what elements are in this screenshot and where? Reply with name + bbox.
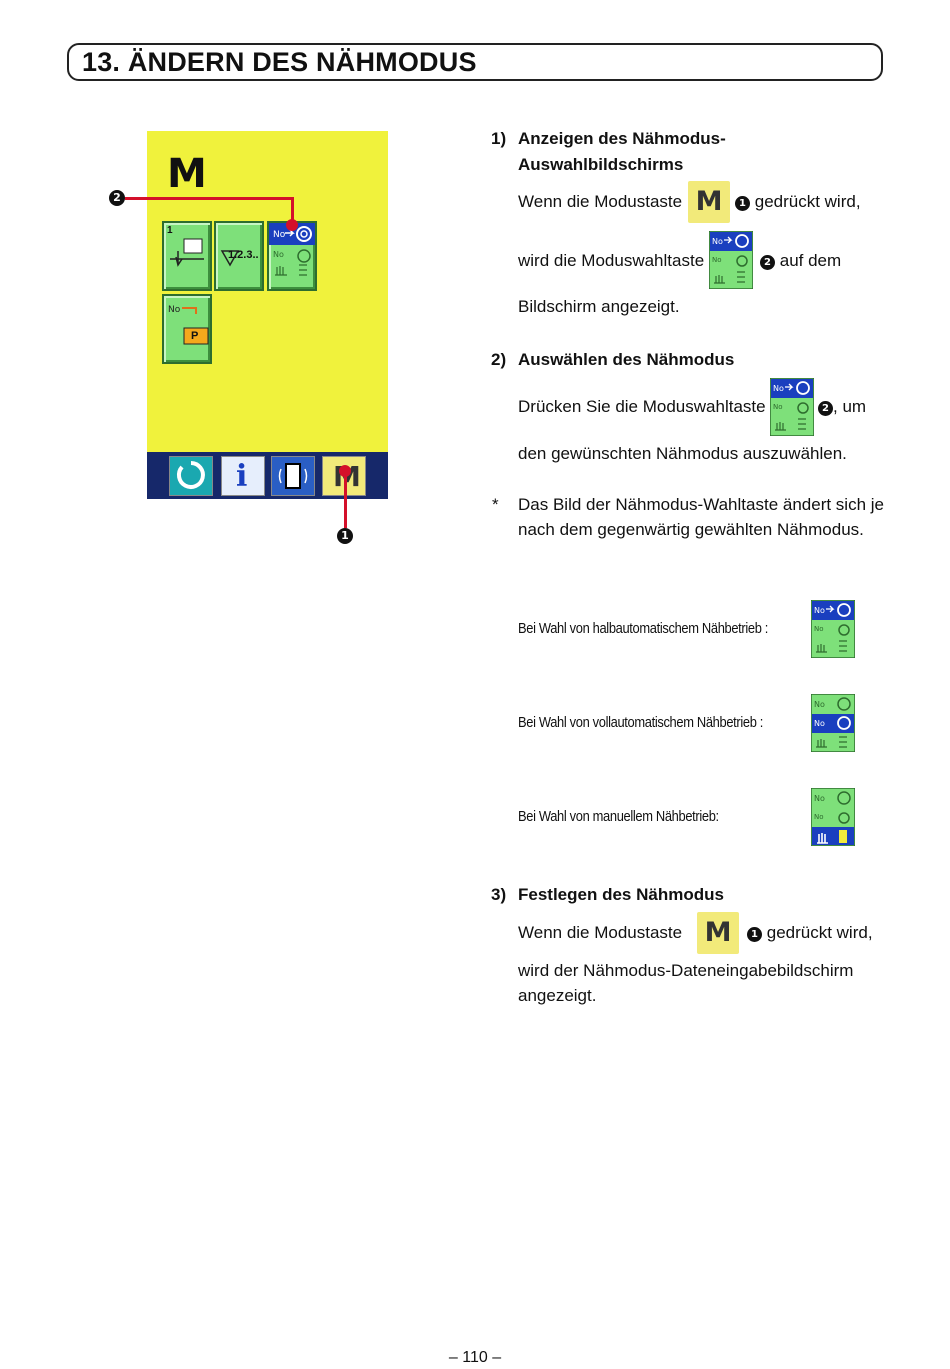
- s2-note-line2: nach dem gegenwärtig gewählten Nähmodus.: [518, 520, 864, 539]
- mode-select-icon: No No: [269, 223, 315, 276]
- panel-bottom-bar: i M: [147, 452, 388, 499]
- s3-line2: wird der Nähmodus-Dateneingabebildschirm: [518, 961, 854, 980]
- mode-semi-label: Bei Wahl von halbautomatischem Nähbetrie…: [518, 620, 769, 637]
- svg-text:No: No: [168, 305, 181, 315]
- s3-line3: angezeigt.: [518, 986, 597, 1005]
- s2-line1-num: 2: [818, 401, 833, 416]
- s1-line2-tail: 2 auf dem: [760, 248, 841, 274]
- counter-button-label: 1: [167, 225, 173, 236]
- s1-line3: Bildschirm angezeigt.: [518, 297, 680, 316]
- info-button[interactable]: i: [221, 456, 265, 496]
- svg-text:No: No: [712, 237, 723, 246]
- s2-number: 2): [491, 350, 507, 369]
- mode-semi-auto-icon: No No: [811, 600, 855, 658]
- counter-123-icon: [220, 250, 240, 267]
- page-number: – 110 –: [448, 1349, 502, 1366]
- mode-full-label: Bei Wahl von vollautomatischem Nähbetrie…: [518, 714, 764, 731]
- callout-1-line: [344, 473, 347, 528]
- s2-line1-tail: 2, um: [818, 394, 866, 420]
- s1-line2-num: 2: [760, 255, 775, 270]
- s3-heading: Festlegen des Nähmodus: [518, 885, 724, 904]
- callout-2-line-h: [125, 197, 293, 200]
- s3-line1-tail: 1 gedrückt wird,: [747, 920, 873, 946]
- ready-button[interactable]: [169, 456, 213, 496]
- pattern-register-button[interactable]: No P: [162, 294, 212, 364]
- svg-text:No: No: [273, 230, 286, 240]
- mode-select-icon-semi-1: No No: [709, 231, 753, 289]
- panel-mode-header: M: [167, 151, 207, 197]
- s1-heading-1: Anzeigen des Nähmodus-: [518, 129, 726, 148]
- ready-icon: [176, 461, 205, 489]
- counter-123-button[interactable]: 1.2.3..: [214, 221, 264, 291]
- mode-full-auto-icon: No No: [811, 694, 855, 752]
- callout-2-dot: [286, 219, 298, 231]
- s2-note-line1: Das Bild der Nähmodus-Wahltaste ändert s…: [518, 495, 884, 514]
- svg-text:No: No: [814, 606, 825, 615]
- s1-line1-a: Wenn die Modustaste: [518, 192, 683, 211]
- communication-button[interactable]: [271, 456, 315, 496]
- s1-number: 1): [491, 129, 507, 148]
- svg-text:No: No: [773, 384, 784, 393]
- s1-line1-num: 1: [735, 196, 750, 211]
- svg-text:No: No: [273, 250, 284, 259]
- callout-2-line-v: [291, 197, 294, 223]
- s1-line1-b: gedrückt wird,: [754, 192, 861, 211]
- svg-text:No: No: [814, 813, 824, 821]
- pattern-register-icon: No: [168, 305, 209, 345]
- s2-heading: Auswählen des Nähmodus: [518, 350, 735, 369]
- svg-text:No: No: [814, 719, 825, 728]
- s3-number: 3): [491, 885, 507, 904]
- svg-text:No: No: [712, 256, 722, 264]
- svg-text:No: No: [814, 794, 825, 803]
- m-key-icon: M: [688, 181, 730, 223]
- s1-heading-2: Auswahlbildschirms: [518, 155, 684, 174]
- counter-123-label: 1.2.3..: [228, 249, 259, 261]
- s2-line1-b: , um: [833, 397, 867, 416]
- callout-1: 1: [337, 528, 353, 544]
- mode-select-icon-semi-2: No No: [770, 378, 814, 436]
- communication-icon: [278, 463, 308, 489]
- s3-line1-a: Wenn die Modustaste: [518, 923, 683, 942]
- counter-icon: [170, 238, 204, 267]
- s1-line2-a: wird die Moduswahltaste: [518, 251, 705, 270]
- mode-select-button[interactable]: No No: [267, 221, 317, 291]
- pattern-register-p-label: P: [191, 330, 199, 342]
- m-key-icon-2: M: [697, 912, 739, 954]
- svg-text:No: No: [814, 625, 824, 633]
- s2-note-mark: *: [492, 495, 499, 514]
- s2-line1-a: Drücken Sie die Moduswahltaste: [518, 397, 766, 416]
- svg-text:No: No: [814, 700, 825, 709]
- counter-button[interactable]: 1: [162, 221, 212, 291]
- info-icon: i: [236, 459, 248, 494]
- callout-2: 2: [109, 190, 125, 206]
- panel-screen: M 1 1.2.3.. No No No: [147, 131, 388, 499]
- s1-line2-b: auf dem: [779, 251, 842, 270]
- s3-line1-b: gedrückt wird,: [766, 923, 873, 942]
- mode-manual-label: Bei Wahl von manuellem Nähbetrieb:: [518, 808, 719, 825]
- svg-text:No: No: [773, 403, 783, 411]
- section-title: 13. ÄNDERN DES NÄHMODUS: [82, 47, 477, 77]
- section-title-box: [67, 43, 883, 81]
- mode-manual-icon: No No: [811, 788, 855, 846]
- s2-line2: den gewünschten Nähmodus auszuwählen.: [518, 444, 847, 463]
- s3-line1-num: 1: [747, 927, 762, 942]
- s1-line1-tail: 1 gedrückt wird,: [735, 189, 861, 215]
- callout-1-dot: [339, 465, 351, 477]
